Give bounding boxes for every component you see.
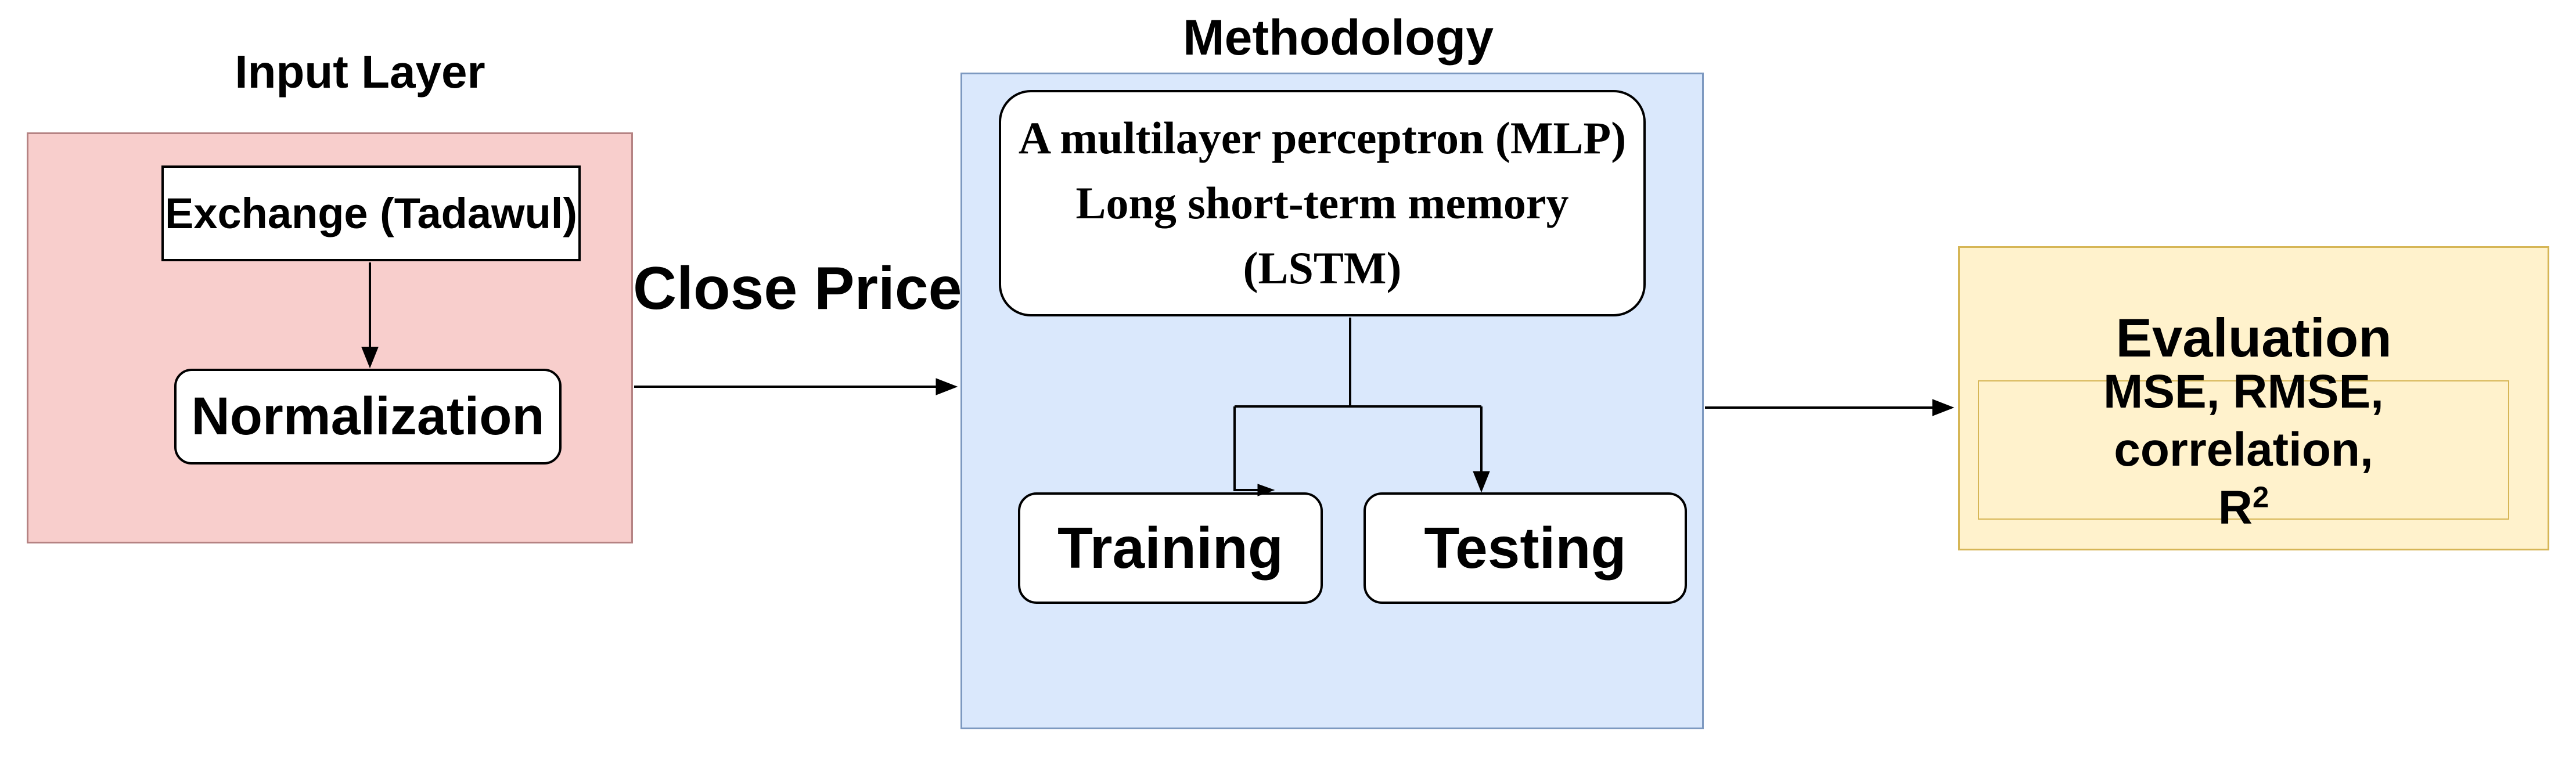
input-layer-title: Input Layer bbox=[235, 46, 485, 98]
model-line-1: A multilayer perceptron (MLP) bbox=[1018, 113, 1627, 163]
model-line-3: (LSTM) bbox=[1243, 243, 1402, 293]
metrics-line: MSE, RMSE, correlation, bbox=[2103, 365, 2384, 476]
metrics-box: MSE, RMSE, correlation, R2 bbox=[1978, 365, 2509, 534]
normalization-node: Normalization bbox=[174, 369, 562, 464]
methodology-title: Methodology bbox=[1183, 10, 1494, 66]
model-line-2: Long short-term memory bbox=[1075, 178, 1569, 228]
training-node: Training bbox=[1018, 492, 1323, 604]
model-node: A multilayer perceptron (MLP) Long short… bbox=[999, 90, 1646, 316]
arrow-input-to-methodology bbox=[634, 378, 958, 395]
testing-node: Testing bbox=[1363, 492, 1687, 604]
arrow-methodology-to-evaluation bbox=[1705, 399, 1955, 416]
evaluation-title: Evaluation bbox=[2116, 307, 2392, 368]
metrics-r-squared: R2 bbox=[2218, 480, 2269, 534]
close-price-label: Close Price bbox=[633, 255, 962, 322]
exchange-node: Exchange (Tadawul) bbox=[161, 165, 581, 261]
